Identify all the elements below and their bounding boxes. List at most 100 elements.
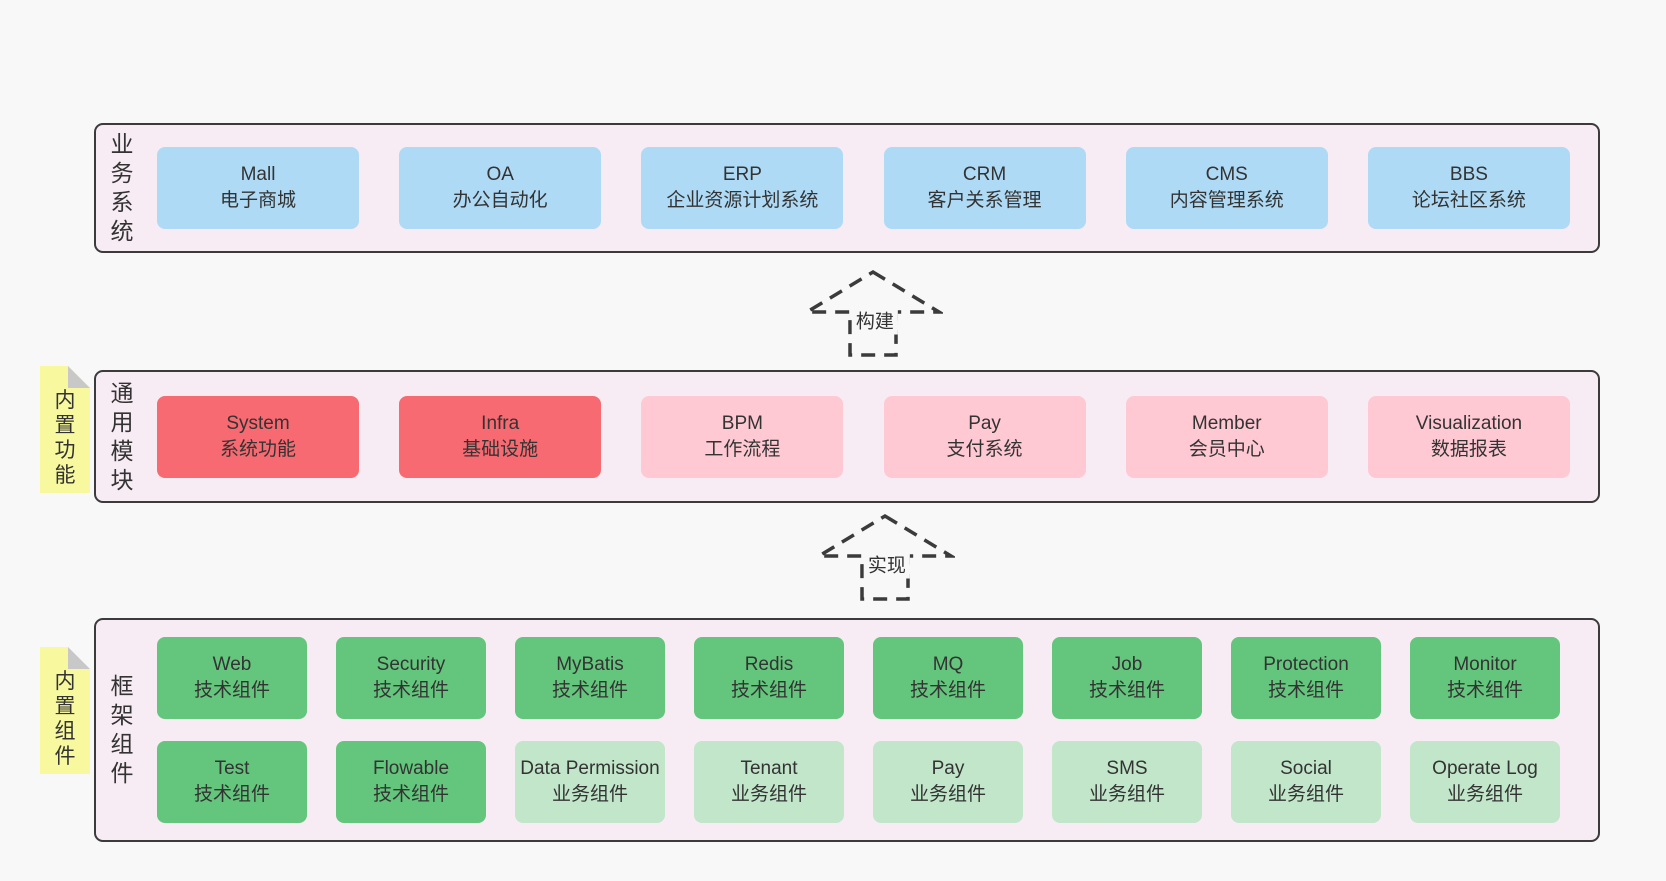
box-cms: CMS 内容管理系统 xyxy=(1125,147,1328,229)
box-name: OA xyxy=(486,164,514,185)
framework-rows: Web 技术组件 Security 技术组件 MyBatis 技术组件 Redi… xyxy=(157,637,1560,823)
box-name: Infra xyxy=(481,412,520,434)
box-oa: OA 办公自动化 xyxy=(399,147,602,229)
up-arrow-icon xyxy=(815,513,955,601)
framework-row-1: Web 技术组件 Security 技术组件 MyBatis 技术组件 Redi… xyxy=(157,637,1560,719)
box-name: MQ xyxy=(932,654,964,675)
box-job: Job 技术组件 xyxy=(1052,637,1202,719)
box-operate-log: Operate Log 业务组件 xyxy=(1410,741,1560,823)
box-name: Pay xyxy=(968,412,1001,434)
box-desc: 企业资源计划系统 xyxy=(666,190,819,211)
box-name: Job xyxy=(1111,654,1143,675)
box-redis: Redis 技术组件 xyxy=(694,637,844,719)
box-desc: 电子商城 xyxy=(219,190,296,211)
box-name: SMS xyxy=(1106,758,1148,779)
box-desc: 论坛社区系统 xyxy=(1411,190,1526,211)
box-desc: 工作流程 xyxy=(704,438,781,460)
sticky-label: 内置功能 xyxy=(54,389,76,487)
box-desc: 技术组件 xyxy=(1267,680,1344,701)
box-name: System xyxy=(226,412,290,434)
sticky-note-built-in-components: 内置组件 xyxy=(40,647,90,774)
box-name: Mall xyxy=(240,164,276,185)
box-desc: 技术组件 xyxy=(1446,680,1523,701)
box-pay-system: Pay 支付系统 xyxy=(883,395,1086,478)
box-desc: 办公自动化 xyxy=(452,190,548,211)
implement-arrow: 实现 xyxy=(815,512,955,602)
implement-arrow-label: 实现 xyxy=(863,549,910,579)
box-name: CRM xyxy=(962,164,1007,185)
sticky-note-built-in-features: 内置功能 xyxy=(40,366,90,493)
box-tenant: Tenant 业务组件 xyxy=(694,741,844,823)
box-test: Test 技术组件 xyxy=(157,741,307,823)
box-desc: 数据报表 xyxy=(1430,438,1507,460)
build-arrow-label: 构建 xyxy=(851,305,898,335)
box-desc: 业务组件 xyxy=(551,784,628,805)
box-desc: 技术组件 xyxy=(193,680,270,701)
box-desc: 系统功能 xyxy=(219,438,296,460)
box-security: Security 技术组件 xyxy=(336,637,486,719)
box-name: Visualization xyxy=(1415,412,1523,434)
box-name: Data Permission xyxy=(520,758,660,779)
build-arrow: 构建 xyxy=(803,268,943,358)
box-name: CMS xyxy=(1205,164,1248,185)
box-desc: 技术组件 xyxy=(730,680,807,701)
box-mybatis: MyBatis 技术组件 xyxy=(515,637,665,719)
framework-row-2: Test 技术组件 Flowable 技术组件 Data Permission … xyxy=(157,741,1560,823)
box-name: Web xyxy=(212,654,252,675)
box-mall: Mall 电子商城 xyxy=(157,147,359,229)
box-name: Redis xyxy=(744,654,794,675)
box-system: System 系统功能 xyxy=(157,395,359,478)
box-data-permission: Data Permission 业务组件 xyxy=(515,741,665,823)
box-name: Pay xyxy=(931,758,965,779)
box-desc: 业务组件 xyxy=(730,784,807,805)
box-name: MyBatis xyxy=(556,654,624,675)
panel-business-systems: 业务系统 Mall 电子商城 OA 办公自动化 ERP 企业资源计划系统 CRM… xyxy=(94,123,1600,253)
box-name: Operate Log xyxy=(1432,758,1538,779)
box-name: Security xyxy=(376,654,446,675)
box-desc: 业务组件 xyxy=(1088,784,1165,805)
box-desc: 基础设施 xyxy=(462,438,539,460)
box-sms: SMS 业务组件 xyxy=(1052,741,1202,823)
box-member: Member 会员中心 xyxy=(1125,395,1328,478)
box-desc: 客户关系管理 xyxy=(927,190,1042,211)
box-name: BBS xyxy=(1449,164,1488,185)
box-name: Flowable xyxy=(372,758,450,779)
box-monitor: Monitor 技术组件 xyxy=(1410,637,1560,719)
box-desc: 技术组件 xyxy=(909,680,986,701)
box-desc: 会员中心 xyxy=(1188,438,1265,460)
panel-framework-label: 框架组件 xyxy=(110,673,134,786)
box-name: Protection xyxy=(1263,654,1349,675)
panel-framework-components: 框架组件 Web 技术组件 Security 技术组件 MyBatis 技术组件… xyxy=(94,618,1600,842)
box-mq: MQ 技术组件 xyxy=(873,637,1023,719)
panel-common-modules: 通用模块 System 系统功能 Infra 基础设施 BPM 工作流程 Pay… xyxy=(94,370,1600,503)
box-desc: 技术组件 xyxy=(372,784,449,805)
box-flowable: Flowable 技术组件 xyxy=(336,741,486,823)
box-protection: Protection 技术组件 xyxy=(1231,637,1381,719)
box-name: ERP xyxy=(722,164,762,185)
box-desc: 业务组件 xyxy=(909,784,986,805)
module-boxes: System 系统功能 Infra 基础设施 BPM 工作流程 Pay 支付系统… xyxy=(157,395,1570,478)
panel-business-label: 业务系统 xyxy=(110,131,134,244)
box-desc: 技术组件 xyxy=(193,784,270,805)
box-name: Test xyxy=(214,758,250,779)
box-social: Social 业务组件 xyxy=(1231,741,1381,823)
panel-modules-label: 通用模块 xyxy=(110,379,134,493)
sticky-label: 内置组件 xyxy=(54,670,76,768)
box-desc: 支付系统 xyxy=(946,438,1023,460)
box-pay-component: Pay 业务组件 xyxy=(873,741,1023,823)
box-visualization: Visualization 数据报表 xyxy=(1367,395,1570,478)
box-name: Tenant xyxy=(740,758,798,779)
box-infra: Infra 基础设施 xyxy=(399,395,602,478)
box-desc: 技术组件 xyxy=(372,680,449,701)
box-desc: 技术组件 xyxy=(551,680,628,701)
box-desc: 业务组件 xyxy=(1267,784,1344,805)
business-boxes: Mall 电子商城 OA 办公自动化 ERP 企业资源计划系统 CRM 客户关系… xyxy=(157,147,1570,229)
box-web: Web 技术组件 xyxy=(157,637,307,719)
box-desc: 技术组件 xyxy=(1088,680,1165,701)
box-name: Monitor xyxy=(1453,654,1517,675)
box-bpm: BPM 工作流程 xyxy=(641,395,844,478)
box-name: BPM xyxy=(721,412,763,434)
box-desc: 业务组件 xyxy=(1446,784,1523,805)
up-arrow-icon xyxy=(803,269,943,357)
